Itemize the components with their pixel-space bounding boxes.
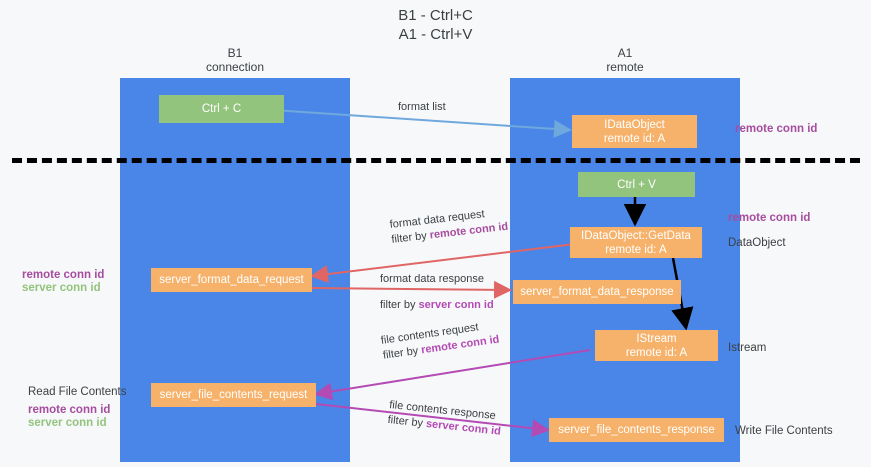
annotation-left-remote-conn-id-mid: remote conn id bbox=[22, 269, 105, 281]
annotation-left-server-conn-id-bottom: server conn id bbox=[28, 417, 107, 429]
annotation-left-remote-conn-id-bottom: remote conn id bbox=[28, 404, 111, 416]
edge-label-format-data-request: format data request filter by remote con… bbox=[389, 205, 509, 248]
edge-label-file-contents-response: file contents response filter by server … bbox=[387, 398, 503, 440]
node-server-file-contents-response[interactable]: server_file_contents_response bbox=[549, 418, 724, 442]
annotation-read-file-contents: Read File Contents bbox=[28, 386, 127, 398]
diagram-title: B1 - Ctrl+C A1 - Ctrl+V bbox=[398, 7, 473, 43]
node-ctrl-c[interactable]: Ctrl + C bbox=[159, 95, 284, 123]
edge-label-file-contents-request: file contents request filter by remote c… bbox=[380, 318, 500, 364]
edge-label-format-data-response-line1: format data response bbox=[380, 273, 484, 285]
annotation-istream: Istream bbox=[728, 342, 767, 354]
edge-label-format-data-response: format data response filter by server co… bbox=[380, 272, 494, 313]
annotation-remote-conn-id-top: remote conn id bbox=[735, 123, 818, 135]
node-server-format-data-request[interactable]: server_format_data_request bbox=[151, 268, 312, 292]
filter-prefix: filter by bbox=[390, 229, 431, 246]
filter-prefix: filter by bbox=[387, 413, 427, 430]
node-server-format-data-response[interactable]: server_format_data_response bbox=[513, 280, 681, 304]
annotation-left-server-conn-id-mid: server conn id bbox=[22, 282, 101, 294]
filter-value-server-conn-id: server conn id bbox=[418, 299, 494, 311]
filter-prefix: filter by bbox=[382, 344, 423, 362]
edge-label-format-data-response-line2: filter by server conn id bbox=[380, 298, 494, 313]
edge-label-format-list: format list bbox=[398, 101, 446, 113]
annotation-remote-conn-id-mid: remote conn id bbox=[728, 212, 811, 224]
annotation-write-file-contents: Write File Contents bbox=[735, 425, 833, 437]
column-header-a1: A1 remote bbox=[606, 46, 644, 74]
node-idataobject[interactable]: IDataObject remote id: A bbox=[572, 115, 697, 148]
node-idataobject-getdata[interactable]: IDataObject::GetData remote id: A bbox=[570, 227, 702, 258]
node-ctrl-v[interactable]: Ctrl + V bbox=[578, 172, 695, 197]
annotation-dataobject: DataObject bbox=[728, 237, 786, 249]
node-server-file-contents-request[interactable]: server_file_contents_request bbox=[151, 383, 316, 407]
filter-prefix: filter by bbox=[380, 299, 419, 311]
section-divider bbox=[12, 158, 860, 163]
node-istream[interactable]: IStream remote id: A bbox=[595, 330, 718, 361]
column-header-b1: B1 connection bbox=[205, 46, 265, 74]
